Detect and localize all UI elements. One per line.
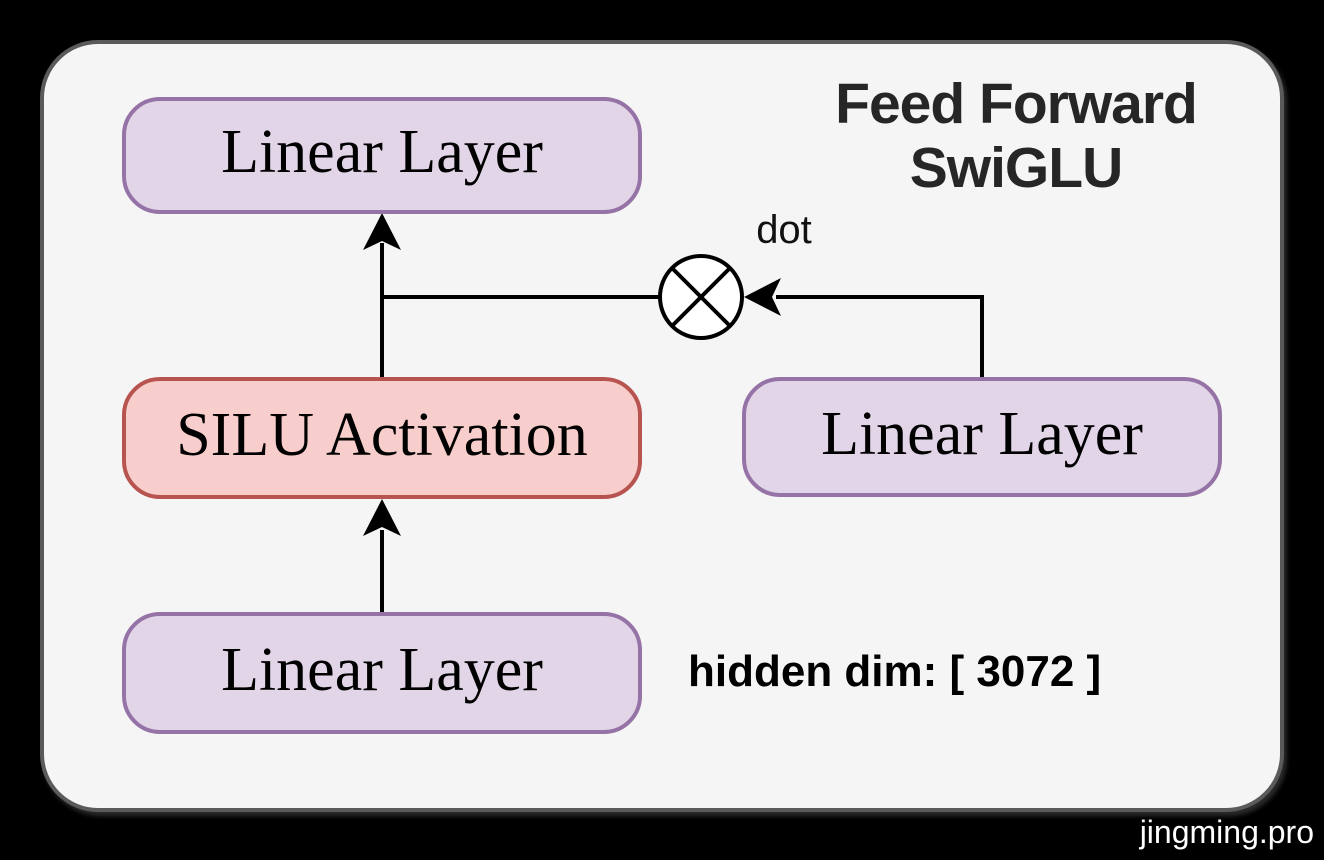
hidden-dim-annotation: hidden dim: [ 3072 ] — [688, 647, 1102, 696]
arrowhead-up-icon — [363, 213, 401, 250]
node-linear-layer-top: Linear Layer — [122, 97, 642, 214]
edge-right-linear-to-dot-product — [744, 278, 984, 377]
node-linear-layer-top-label: Linear Layer — [221, 118, 543, 186]
diagram-title-line2: SwiGLU — [909, 136, 1124, 200]
node-silu-activation: SILU Activation — [122, 377, 642, 499]
edge-bottom-linear-to-silu — [363, 499, 401, 612]
arrowhead-left-icon — [744, 278, 781, 316]
node-linear-layer-bottom-label: Linear Layer — [221, 635, 543, 704]
node-silu-activation-label: SILU Activation — [176, 400, 588, 469]
arrowhead-up-icon — [363, 499, 401, 536]
dot-product-icon — [658, 254, 744, 340]
node-linear-layer-bottom: Linear Layer — [122, 612, 642, 734]
watermark-text: jingming.pro — [1139, 814, 1314, 850]
node-linear-layer-right: Linear Layer — [742, 377, 1222, 497]
diagram-title-line1: Feed Forward — [835, 72, 1198, 136]
node-linear-layer-right-label: Linear Layer — [821, 399, 1143, 468]
dot-operator-label: dot — [756, 208, 812, 252]
diagram-title: Feed Forward SwiGLU — [760, 72, 1272, 200]
edge-silu-to-top-linear — [363, 213, 401, 377]
